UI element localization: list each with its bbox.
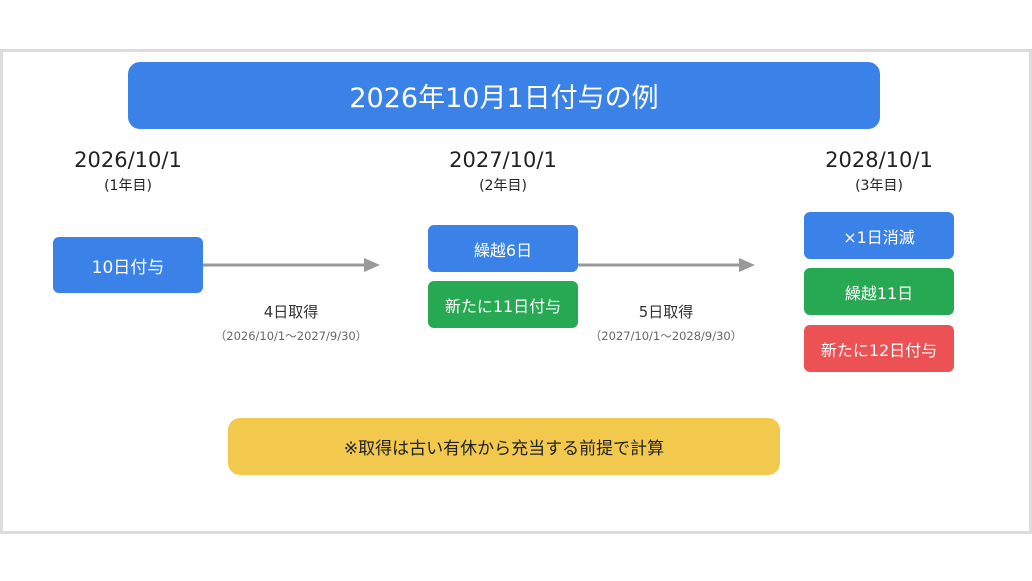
period-label-2: （2027/10/1〜2028/9/30） bbox=[589, 329, 743, 343]
date-label-2028: 2028/10/1 bbox=[825, 148, 933, 172]
new-grant-box-12-days: 新たに12日付与 bbox=[804, 325, 954, 372]
carryover-box-11-days: 繰越11日 bbox=[804, 268, 954, 315]
taken-label-2: 5日取得 bbox=[638, 303, 694, 321]
grant-box-10-days: 10日付与 bbox=[53, 237, 203, 293]
period-label-1: （2026/10/1〜2027/9/30） bbox=[214, 329, 368, 343]
new-grant-box-11-days: 新たに11日付与 bbox=[428, 281, 578, 328]
carryover-box-6-days: 繰越6日 bbox=[428, 225, 578, 272]
date-label-2027: 2027/10/1 bbox=[449, 148, 557, 172]
date-label-2026: 2026/10/1 bbox=[74, 148, 182, 172]
expired-box-1-day: ×1日消滅 bbox=[804, 212, 954, 259]
taken-label-1: 4日取得 bbox=[263, 303, 319, 321]
diagram-title: 2026年10月1日付与の例 bbox=[128, 62, 880, 129]
year-label-1: (1年目) bbox=[104, 178, 152, 194]
year-label-2: (2年目) bbox=[479, 178, 527, 194]
note-banner: ※取得は古い有休から充当する前提で計算 bbox=[228, 418, 780, 475]
year-label-3: (3年目) bbox=[855, 178, 903, 194]
